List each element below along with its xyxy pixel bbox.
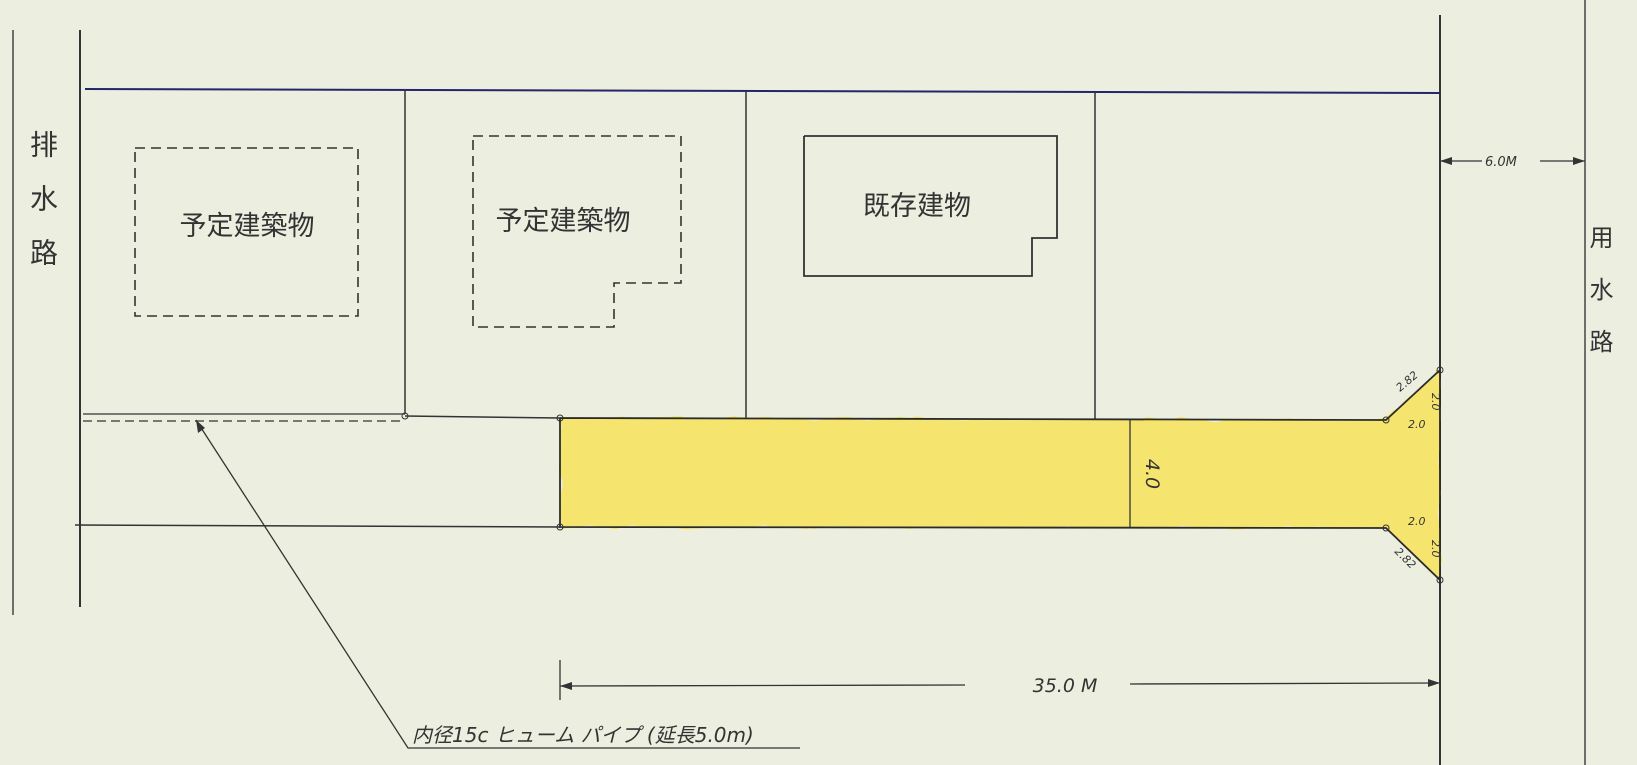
pipe-leader-arrow [196,420,205,433]
road-corner-marker [1382,416,1390,424]
road-area [560,370,1440,580]
road-width-label: 4.0 [1141,459,1163,489]
road-corner-marker [556,414,564,422]
corner-upper-h-label: 2.0 [1408,418,1426,431]
road-corner-marker [556,523,564,531]
road-length-arrow-left [560,682,572,690]
road-corner-marker [1436,366,1444,374]
existing-building-outline [803,135,1058,277]
channel-width-arrow-left [1440,157,1452,165]
lower-boundary-line [74,524,561,528]
road-length-label: 35.0 M [1033,675,1098,697]
road-length-arrow-right [1428,679,1440,687]
road-length-dim-line-right [1129,682,1441,685]
road-corner-marker [1382,524,1390,532]
corner-lower-h-label: 2.0 [1408,515,1426,528]
road-length-dim-line-left [559,684,966,687]
planned-building-2-label: 予定建築物 [496,206,631,237]
existing-building-label: 既存建物 [863,191,971,222]
lot-2-bottom-line [404,415,561,419]
planned-building-2-outline [472,135,682,328]
right-channel-text: 用水路 [1585,225,1613,381]
planned-building-1-label: 予定建築物 [180,211,315,242]
pipe-leader-line [195,419,800,749]
road-outline [559,367,1441,583]
left-channel-text: 排水路 [26,130,59,292]
left-channel-label: 排水路 [26,130,62,292]
planned-building-1-outline [134,147,359,317]
top-boundary-line [84,88,1441,94]
channel-width-label: 6.0M [1485,155,1517,170]
road-corner-marker [1436,576,1444,584]
pipe-note-label: 内径15c ヒューム パイプ (延長5.0m) [412,723,754,747]
corner-lower-v-label: 2.0 [1429,540,1442,558]
channel-width-arrow-right [1573,157,1585,165]
right-channel-label: 用水路 [1585,225,1617,381]
corner-upper-v-label: 2.0 [1429,393,1442,411]
